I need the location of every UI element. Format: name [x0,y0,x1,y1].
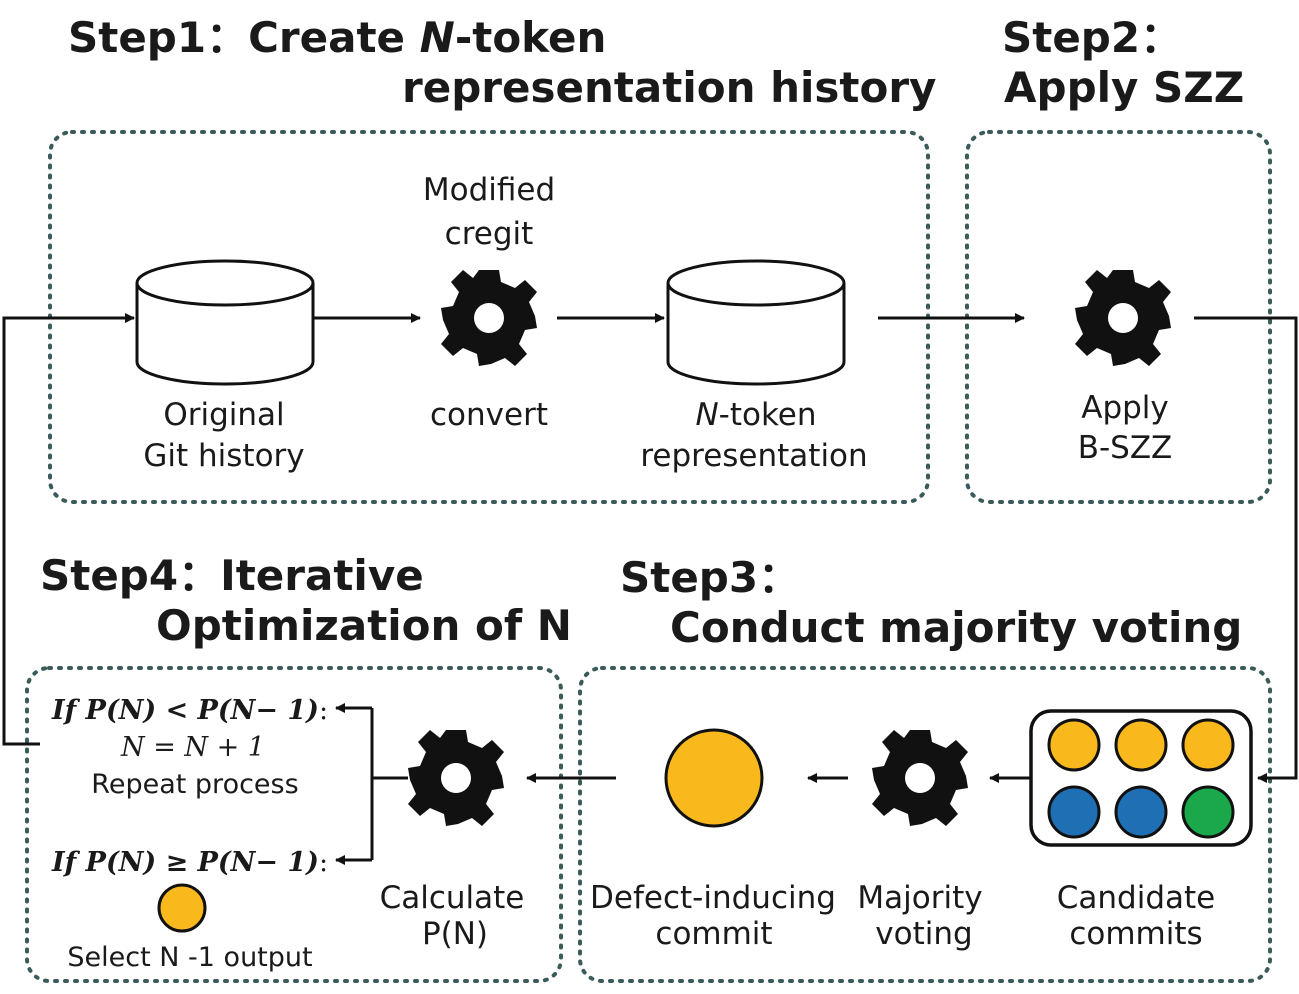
majority-label: Majority [857,880,982,916]
modified-label: Modified [423,172,555,208]
condition-2: If P(N) ≥ P(N− 1): [51,847,328,878]
candidate-commit-dot [1114,718,1168,772]
original-git-history-icon [135,259,315,386]
defect-commit-icon [664,728,764,828]
condition-1: If P(N) < P(N− 1): [51,695,328,726]
ntoken-label: N-token [695,397,816,433]
candidate-commit-dot [1181,718,1235,772]
voting-label: voting [875,916,972,952]
step3-title-line2: Conduct majority voting [670,603,1242,652]
step1-title-line2: representation history [402,63,936,112]
defect-inducing-label: Defect-inducing [590,880,836,916]
representation-label: representation [640,438,867,474]
gear-icon [872,730,968,826]
commits-label: commits [1069,916,1202,952]
arrow-bszz-to-candidates [1194,316,1298,783]
convert-label: convert [430,397,548,433]
commit-label: commit [655,916,772,952]
gear-icon [408,730,504,826]
step2-title-line2: Apply SZZ [1004,63,1244,112]
select-output-label: Select N -1 output [67,942,312,973]
candidate-commit-dot [1047,718,1101,772]
step4-box [25,666,563,983]
original-label: Original [163,397,284,433]
cregit-label: cregit [445,216,534,252]
candidate-dots [1047,718,1235,839]
gear-icon [1075,270,1171,366]
candidate-commit-dot [1047,785,1101,839]
ntoken-representation-icon [666,259,846,386]
selected-commit-icon [157,883,207,933]
bszz-label: B-SZZ [1078,430,1173,466]
step1-title: Step1：Create N-token [68,13,606,62]
candidate-commit-dot [1181,785,1235,839]
step2-title: Step2： [1002,13,1182,62]
git-history-label: Git history [143,438,304,474]
n-increment: N = N + 1 [120,732,265,763]
candidate-label: Candidate [1057,880,1215,916]
candidate-commit-dot [1114,785,1168,839]
calculate-label: Calculate [380,880,525,916]
pn-label: P(N) [422,916,488,952]
step3-title: Step3： [620,553,800,602]
arrow-loop-back [2,313,135,746]
step4-title-line2: Optimization of N [156,601,572,650]
repeat-process-label: Repeat process [91,769,298,800]
gear-icon [441,270,537,366]
apply-label: Apply [1081,390,1169,426]
step4-title: Step4：Iterative [40,551,424,600]
step3-box [578,666,1272,983]
